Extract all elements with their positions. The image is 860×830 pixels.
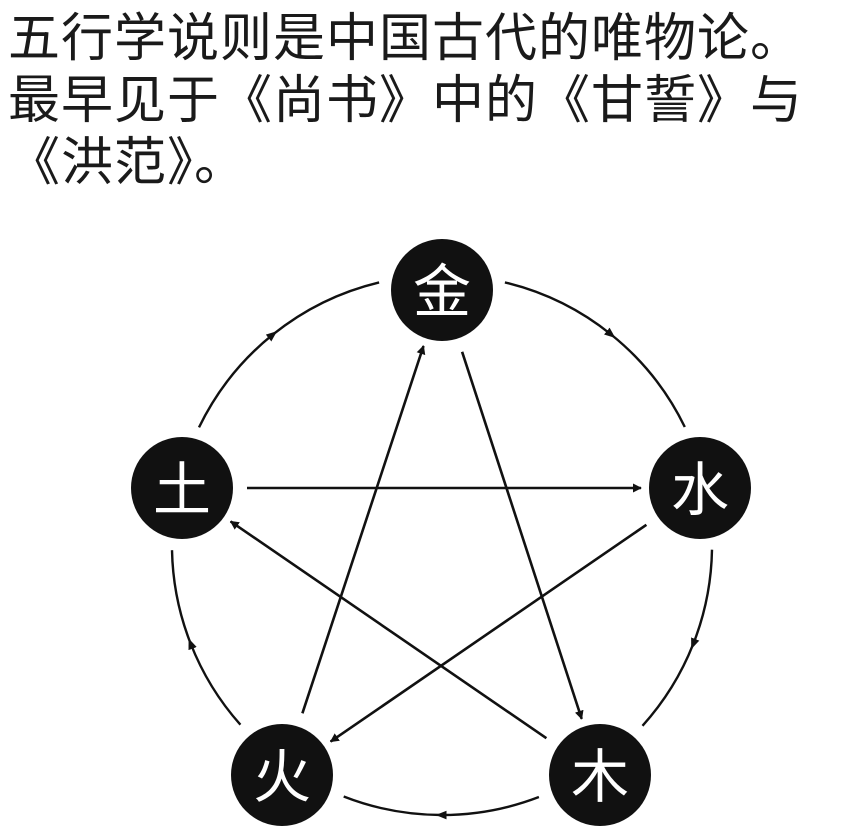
controlling-arrow-wood-to-earth bbox=[229, 520, 548, 740]
element-node-wood-disc bbox=[549, 724, 651, 826]
element-node-metal-disc bbox=[391, 239, 493, 341]
element-label-metal: 金 bbox=[413, 258, 471, 326]
controlling-arrow-metal-to-wood bbox=[460, 351, 584, 720]
element-node-earth: 土 bbox=[131, 437, 233, 539]
controlling-arrow-water-to-fire bbox=[329, 523, 648, 743]
intro-text: 五行学说则是中国古代的唯物论。 最早见于《尚书》中的《甘誓》与 《洪范》。 bbox=[8, 8, 858, 194]
generating-arc-water-to-wood bbox=[641, 549, 714, 727]
generating-arc-earth-to-metal bbox=[197, 281, 380, 428]
element-node-earth-disc bbox=[131, 437, 233, 539]
element-node-water: 水 bbox=[649, 437, 751, 539]
element-nodes: 金水木 火 土 bbox=[131, 239, 751, 826]
intro-line-1: 五行学说则是中国古代的唯物论。 bbox=[8, 9, 804, 69]
generating-arc-wood-to-fire bbox=[343, 795, 540, 820]
element-label-fire: 火 bbox=[253, 743, 311, 811]
element-label-water: 水 bbox=[671, 456, 729, 524]
element-node-wood: 木 bbox=[549, 724, 651, 826]
element-node-fire-disc bbox=[231, 724, 333, 826]
element-label-earth: 土 bbox=[153, 456, 211, 524]
generating-arc-fire-to-earth bbox=[170, 550, 242, 726]
element-node-metal: 金 bbox=[391, 239, 493, 341]
controlling-star bbox=[229, 345, 648, 743]
element-label-wood: 木 bbox=[571, 743, 629, 811]
element-node-water-disc bbox=[649, 437, 751, 539]
controlling-arrow-fire-to-metal bbox=[301, 345, 426, 714]
generating-cycle bbox=[170, 281, 714, 820]
element-node-fire: 火 bbox=[231, 724, 333, 826]
intro-line-3: 《洪范》。 bbox=[8, 133, 248, 193]
generating-arc-metal-to-water bbox=[504, 281, 686, 428]
intro-line-2: 最早见于《尚书》中的《甘誓》与 bbox=[8, 71, 804, 131]
